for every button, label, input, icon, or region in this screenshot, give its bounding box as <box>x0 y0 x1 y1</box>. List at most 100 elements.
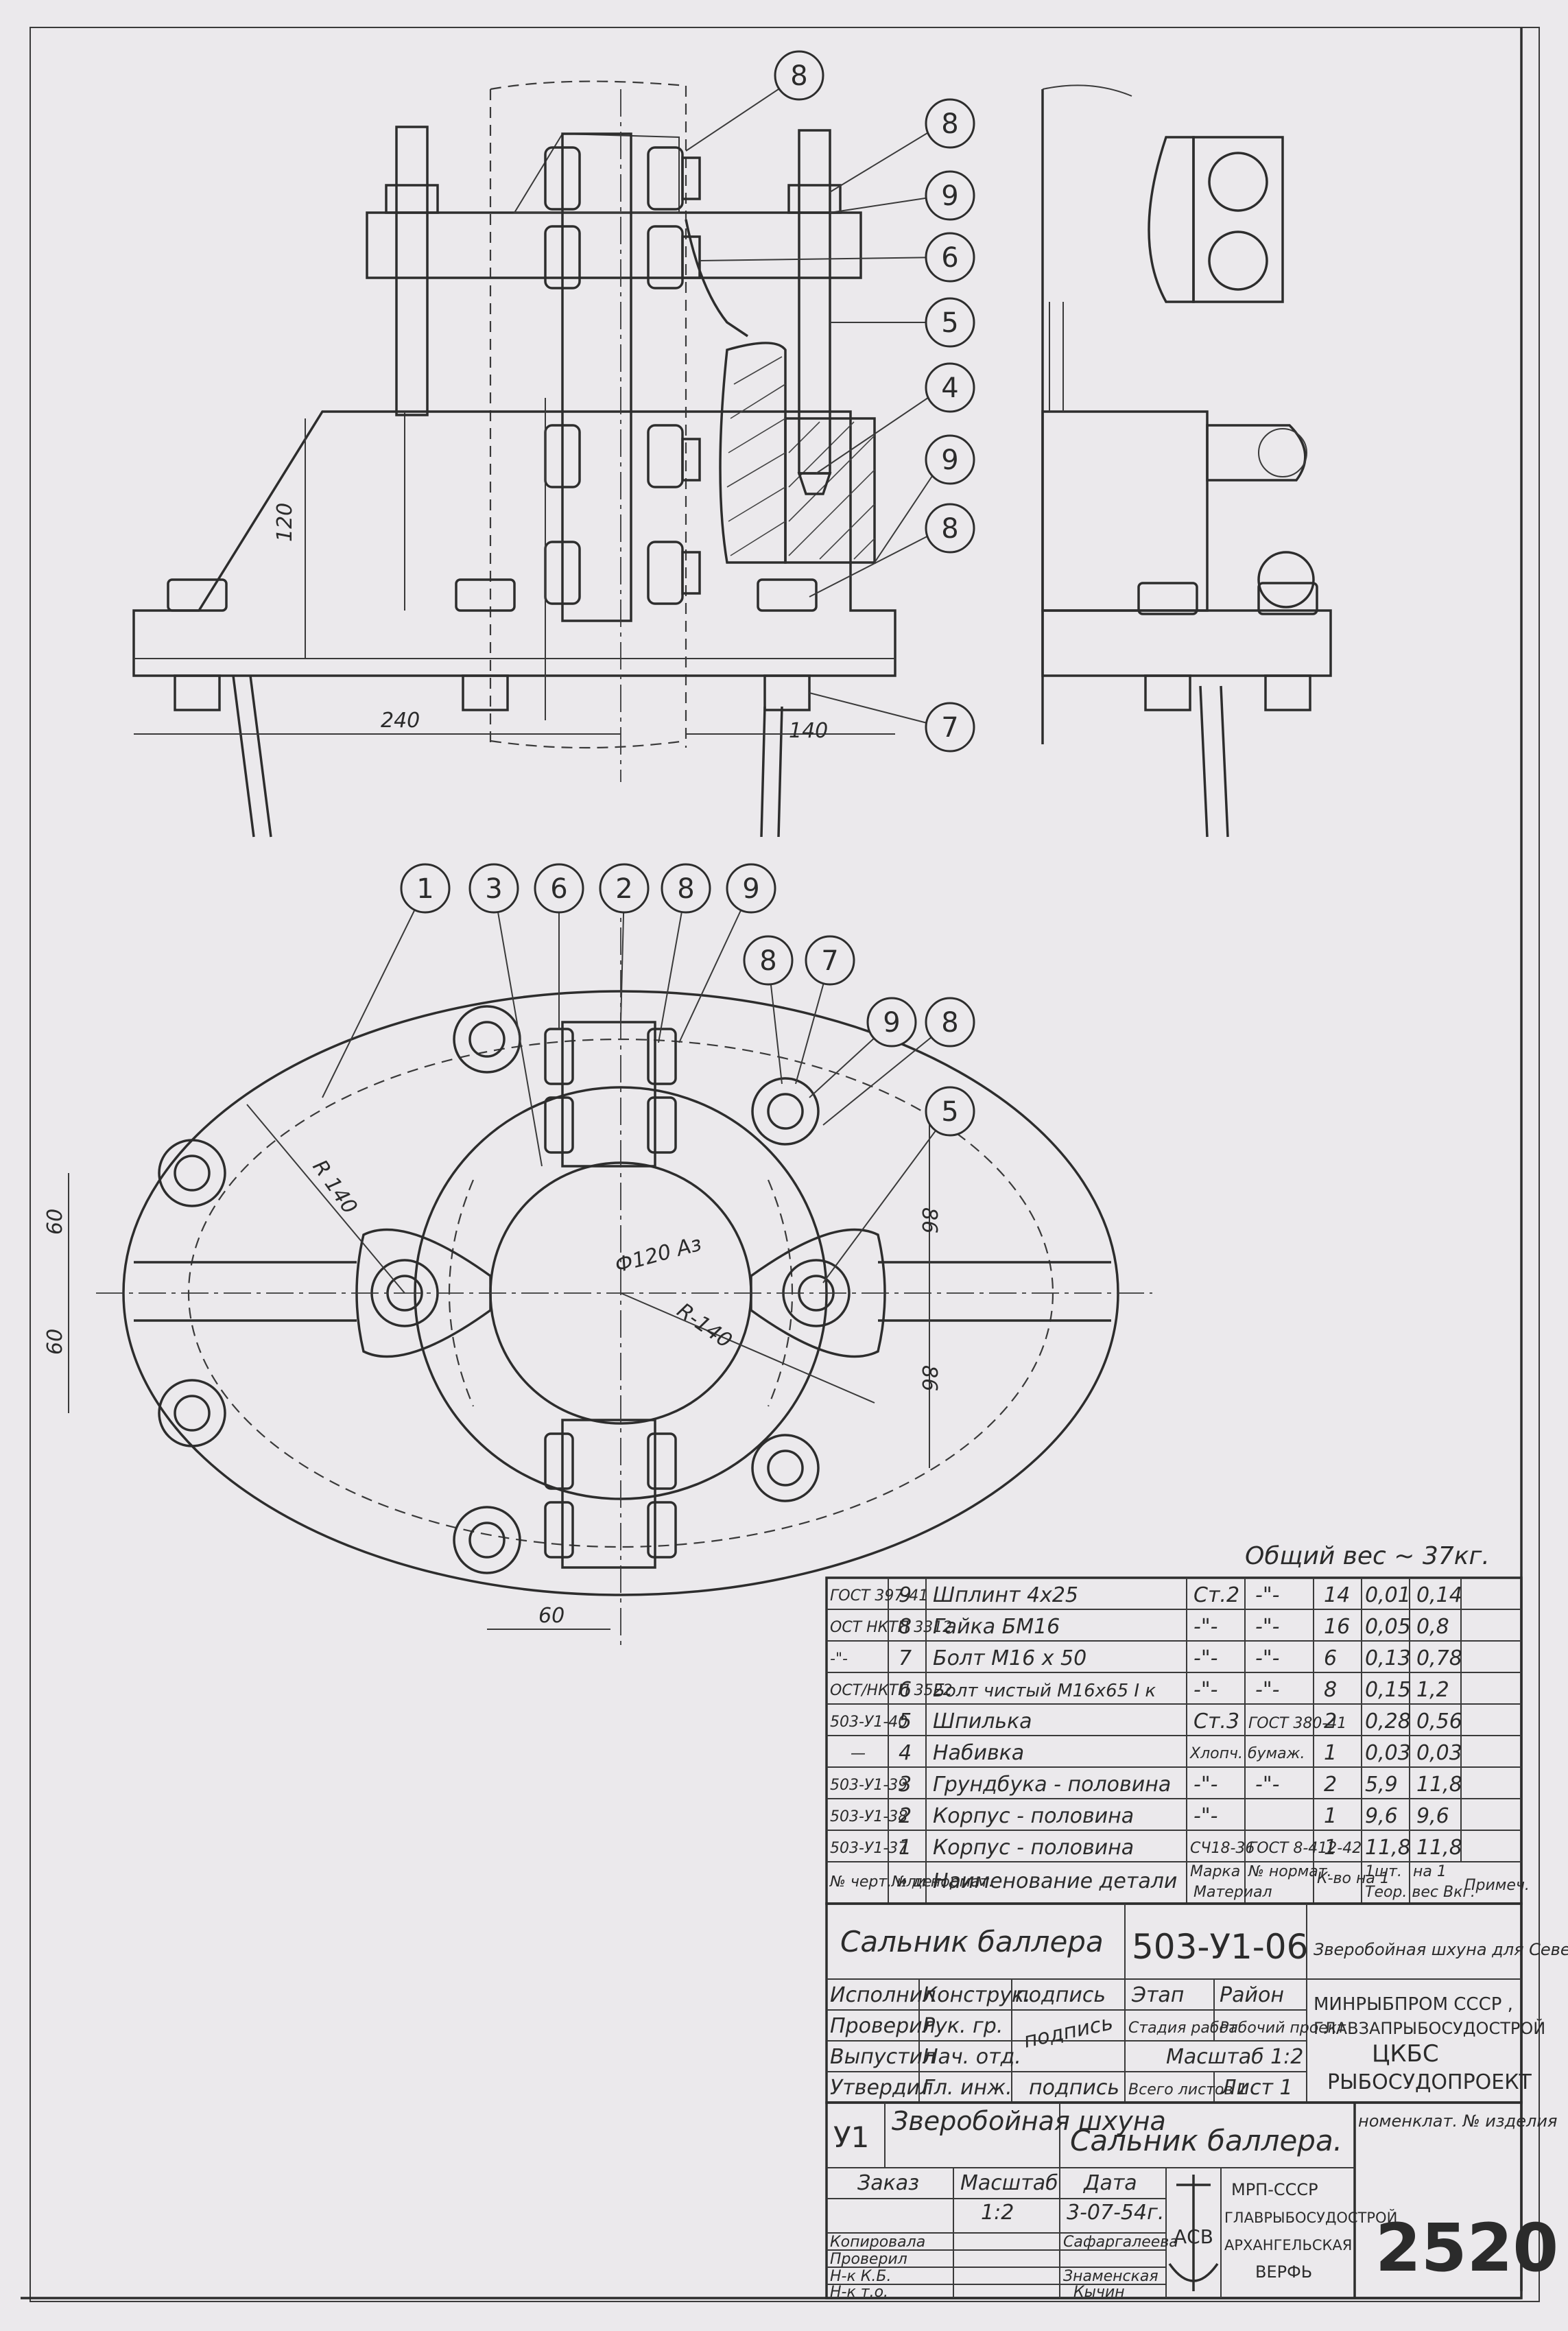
callout-front-7: 7 <box>925 702 975 753</box>
svg-text:Район: Район <box>1220 1983 1284 2007</box>
svg-text:Болт М16 х 50: Болт М16 х 50 <box>933 1646 1086 1670</box>
svg-text:8: 8 <box>941 108 958 140</box>
svg-text:Рабочий проект: Рабочий проект <box>1220 2020 1346 2037</box>
svg-text:Шпилька: Шпилька <box>933 1709 1032 1734</box>
svg-text:Примеч.: Примеч. <box>1464 1877 1530 1894</box>
callout-front-9a: 9 <box>925 170 975 221</box>
svg-text:9: 9 <box>941 445 958 476</box>
svg-text:5: 5 <box>941 1096 958 1128</box>
callout-plan-8: 8 <box>661 863 711 914</box>
svg-text:2: 2 <box>1324 1773 1337 1797</box>
callout-plan-2: 2 <box>599 863 650 914</box>
side-view <box>1041 84 1332 838</box>
svg-text:5: 5 <box>899 1709 912 1734</box>
spec-header: № черт. или нормат. № дет. Наименование … <box>829 1863 1530 1901</box>
callout-plan-r5: 5 <box>925 1086 975 1137</box>
svg-text:№ дет.: № дет. <box>891 1873 945 1891</box>
svg-text:Сальник баллера.: Сальник баллера. <box>1070 2124 1342 2157</box>
svg-text:0,28: 0,28 <box>1365 1709 1411 1734</box>
svg-text:№ нормат.: № нормат. <box>1248 1863 1332 1880</box>
svg-text:Рук. гр.: Рук. гр. <box>923 2014 1003 2038</box>
svg-text:-"-: -"- <box>1255 1773 1279 1797</box>
svg-text:-"-: -"- <box>1193 1678 1217 1702</box>
svg-text:Теор. вес Вкг.: Теор. вес Вкг. <box>1365 1884 1475 1901</box>
svg-text:-"-: -"- <box>1255 1678 1279 1702</box>
svg-text:номенклат. № изделия: номенклат. № изделия <box>1358 2111 1557 2131</box>
svg-text:0,03: 0,03 <box>1416 1741 1462 1765</box>
svg-text:3: 3 <box>899 1773 912 1797</box>
callout-plan-r8b: 8 <box>925 997 975 1048</box>
svg-text:АРХАНГЕЛЬСКАЯ: АРХАНГЕЛЬСКАЯ <box>1224 2237 1352 2253</box>
svg-text:2: 2 <box>899 1804 912 1828</box>
callout-front-5: 5 <box>925 297 975 348</box>
dim-bore: Ф120 Аз <box>613 1232 704 1278</box>
svg-text:Корпус - половина: Корпус - половина <box>933 1836 1134 1860</box>
svg-text:6: 6 <box>1324 1646 1337 1670</box>
svg-text:0,05: 0,05 <box>1365 1615 1411 1639</box>
svg-text:Лист 1: Лист 1 <box>1220 2076 1293 2100</box>
callout-front-8a: 8 <box>774 50 824 101</box>
svg-text:Ст.3: Ст.3 <box>1193 1709 1239 1734</box>
svg-text:0,8: 0,8 <box>1416 1615 1449 1639</box>
svg-text:Набивка: Набивка <box>933 1741 1024 1765</box>
svg-text:Корпус - половина: Корпус - половина <box>933 1804 1134 1828</box>
dim-width-left: 240 <box>381 709 420 733</box>
svg-text:Нач. отд.: Нач. отд. <box>923 2045 1021 2069</box>
svg-text:МИНРЫБПРОМ СССР ,: МИНРЫБПРОМ СССР , <box>1314 1994 1513 2015</box>
svg-text:Масштаб 1:2: Масштаб 1:2 <box>1166 2045 1303 2069</box>
dim-bottom: 60 <box>538 1604 565 1628</box>
svg-text:9: 9 <box>883 1007 900 1039</box>
svg-text:8: 8 <box>677 873 694 905</box>
title-code: 503-У1-06 <box>1132 1927 1308 1967</box>
callout-plan-r7: 7 <box>805 935 855 986</box>
svg-text:Масштаб: Масштаб <box>960 2171 1058 2195</box>
svg-text:-"-: -"- <box>830 1650 848 1668</box>
svg-text:503-У1-37: 503-У1-37 <box>830 1840 907 1857</box>
svg-text:Грундбука - половина: Грундбука - половина <box>933 1773 1171 1797</box>
svg-text:Гайка БМ16: Гайка БМ16 <box>933 1615 1060 1639</box>
svg-text:Конструк.: Конструк. <box>923 1983 1031 2007</box>
svg-text:ГОСТ 397-41: ГОСТ 397-41 <box>830 1587 928 1605</box>
callout-plan-3: 3 <box>468 863 519 914</box>
plan-view: 60 60 60 86 86 R 140 R-140 Ф120 Аз <box>43 885 1152 1646</box>
hex-nuts <box>158 1005 851 1574</box>
svg-text:9,6: 9,6 <box>1365 1804 1398 1828</box>
svg-text:503-У1-40: 503-У1-40 <box>830 1714 907 1731</box>
svg-text:К-во на 1: К-во на 1 <box>1317 1870 1390 1887</box>
svg-text:4: 4 <box>941 372 958 404</box>
svg-text:Марка: Марка <box>1190 1863 1240 1880</box>
dim-left-upper: 60 <box>43 1209 67 1235</box>
callout-plan-r9: 9 <box>866 997 917 1048</box>
svg-text:503-У1-38: 503-У1-38 <box>830 1808 907 1825</box>
svg-text:4: 4 <box>899 1741 912 1765</box>
total-weight: Общий вес ~ 37кг. <box>1245 1542 1490 1570</box>
svg-text:Утвердил: Утвердил <box>830 2076 933 2100</box>
svg-text:ГОСТ 380-41: ГОСТ 380-41 <box>1248 1715 1346 1732</box>
svg-text:11,8: 11,8 <box>1416 1836 1462 1860</box>
svg-text:ГЛАВРЫБОСУДОСТРОЙ: ГЛАВРЫБОСУДОСТРОЙ <box>1224 2209 1397 2226</box>
outer-border <box>29 27 1540 2302</box>
svg-text:503-У1-39: 503-У1-39 <box>830 1777 907 1794</box>
callout-front-6: 6 <box>925 232 975 283</box>
svg-text:Зверобойная шхуна: Зверобойная шхуна <box>892 2106 1166 2136</box>
title-project: Зверобойная шхуна для Северного бассейна… <box>1314 1940 1568 1959</box>
svg-text:Шплинт 4х25: Шплинт 4х25 <box>933 1583 1078 1607</box>
svg-text:Выпустил: Выпустил <box>830 2045 936 2069</box>
svg-text:14: 14 <box>1324 1583 1350 1607</box>
svg-text:0,14: 0,14 <box>1416 1583 1462 1607</box>
svg-text:подпись: подпись <box>1015 1983 1106 2007</box>
svg-text:Дата: Дата <box>1082 2171 1137 2195</box>
svg-text:1: 1 <box>899 1836 912 1860</box>
svg-text:подпись: подпись <box>1021 2011 1115 2053</box>
front-view: 120 240 140 <box>132 80 896 838</box>
title-block: Сальник баллера 503-У1-06 Зверобойная шх… <box>825 1902 1568 2104</box>
